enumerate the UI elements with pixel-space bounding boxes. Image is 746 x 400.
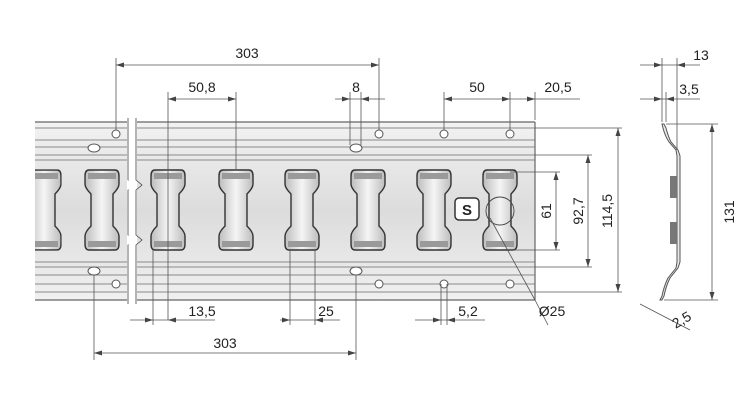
profile-dimension-lines (639, 58, 718, 331)
brand-logo-text: S (462, 202, 472, 219)
hole (374, 279, 384, 289)
dimension-arrows (94, 62, 621, 356)
slot-shadow (88, 241, 116, 247)
hole (111, 129, 121, 139)
dim-rail-width: 114,5 (599, 194, 615, 228)
slot-radius-circle (485, 196, 515, 226)
left-crop (0, 160, 35, 260)
slot-shadow (88, 173, 116, 179)
slot-shadow (420, 173, 448, 179)
dim-end-offset: 20,5 (544, 79, 571, 95)
slot-shadow (486, 173, 514, 179)
rail-slot (416, 169, 452, 251)
oval-hole (87, 266, 101, 276)
profile-slot-mark (670, 222, 677, 244)
hole (374, 129, 384, 139)
profile-dimension-arrows (654, 62, 715, 300)
slot-shadow (222, 241, 250, 247)
hole (505, 129, 515, 139)
dim-slot-outer-height: 92,7 (570, 197, 586, 224)
oval-hole (349, 266, 363, 276)
brand-logo: S (454, 197, 480, 221)
hole (505, 279, 515, 289)
slot-shadow (222, 173, 250, 179)
profile-slot-mark (670, 176, 677, 198)
rail-slot (218, 169, 254, 251)
slot-shadow (288, 173, 316, 179)
rail-front-view (35, 118, 536, 304)
rail-body (35, 122, 535, 300)
dim-hole-pitch: 50 (469, 79, 485, 95)
slot-shadow (354, 241, 382, 247)
break-line-right (135, 118, 143, 304)
slot-shadow (486, 241, 514, 247)
slot-shadow (288, 241, 316, 247)
dim-profile-offset: 3,5 (679, 81, 699, 97)
rail-slot (350, 169, 386, 251)
rail-profile-view (659, 123, 681, 301)
rail-holes (87, 129, 515, 289)
dim-small-gap: 8 (352, 79, 360, 95)
hole (439, 129, 449, 139)
dim-profile-top-flange: 13 (693, 47, 709, 63)
dim-bottom-gap-left: 13,5 (188, 303, 215, 319)
dim-profile-height: 131 (721, 200, 737, 224)
dim-thickness: 2,5 (669, 308, 694, 332)
slot-shadow (30, 173, 58, 179)
oval-hole (349, 143, 363, 153)
dim-circle-diameter: Ø25 (539, 303, 566, 319)
slot-shadow (354, 173, 382, 179)
hole (439, 279, 449, 289)
dim-bottom-span: 303 (213, 335, 237, 351)
slot-shadow (420, 241, 448, 247)
slot-shadow (30, 241, 58, 247)
profile-outline (659, 123, 681, 301)
dim-hole-diameter: 5,2 (458, 303, 478, 319)
break-gap-cover (128, 160, 136, 260)
dim-slot-width: 50,8 (188, 79, 215, 95)
oval-hole (87, 143, 101, 153)
dim-bottom-slot-neck: 25 (318, 303, 334, 319)
dim-slot-inner-height: 61 (538, 203, 554, 219)
rail-slot (84, 169, 120, 251)
dim-top-span: 303 (235, 45, 259, 61)
hole (111, 279, 121, 289)
